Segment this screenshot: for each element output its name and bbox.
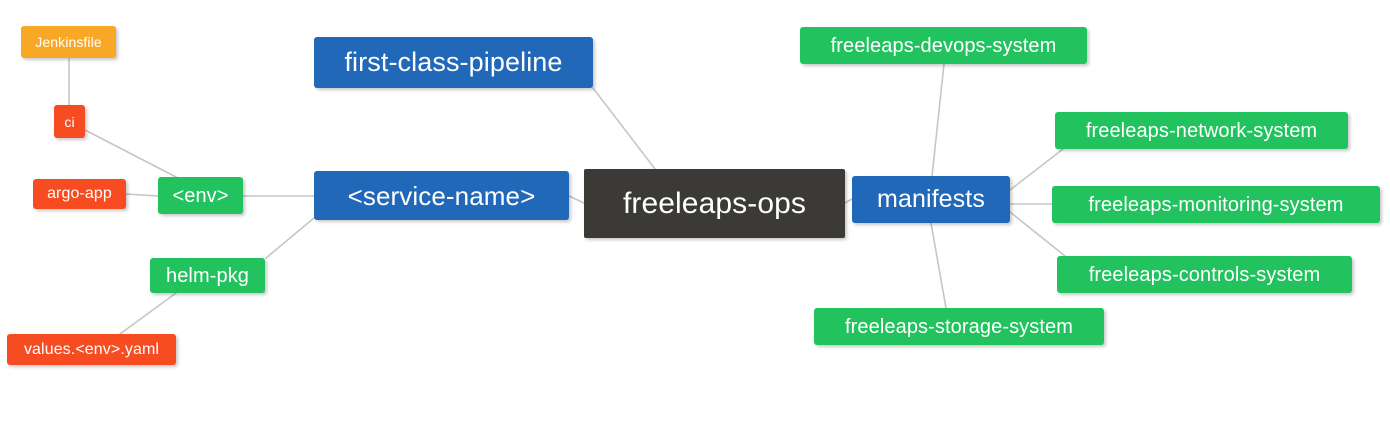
edge-env-to-ci: [84, 129, 177, 178]
mindmap-node-devops-system[interactable]: freeleaps-devops-system: [800, 27, 1087, 64]
mindmap-node-storage-system[interactable]: freeleaps-storage-system: [814, 308, 1104, 345]
edge-manifests-to-devops-system: [931, 63, 945, 177]
edge-service-name-to-helm-pkg: [265, 217, 315, 259]
mindmap-node-controls-system[interactable]: freeleaps-controls-system: [1057, 256, 1352, 293]
edge-freeleaps-ops-to-service-name: [568, 195, 585, 204]
mindmap-node-freeleaps-ops[interactable]: freeleaps-ops: [584, 169, 845, 238]
edge-env-to-argo-app: [125, 193, 159, 197]
edge-manifests-to-storage-system: [930, 222, 947, 309]
edge-manifests-to-network-system: [1009, 148, 1064, 191]
mindmap-node-jenkinsfile[interactable]: Jenkinsfile: [21, 26, 116, 58]
edge-freeleaps-ops-to-manifests: [844, 198, 853, 204]
mindmap-node-env[interactable]: <env>: [158, 177, 243, 214]
edge-freeleaps-ops-to-first-class-pipeline: [592, 87, 656, 170]
mindmap-node-ci[interactable]: ci: [54, 105, 85, 138]
mindmap-node-network-system[interactable]: freeleaps-network-system: [1055, 112, 1348, 149]
mindmap-node-argo-app[interactable]: argo-app: [33, 179, 126, 209]
mindmap-node-monitoring-system[interactable]: freeleaps-monitoring-system: [1052, 186, 1380, 223]
mindmap-node-manifests[interactable]: manifests: [852, 176, 1010, 223]
mindmap-node-helm-pkg[interactable]: helm-pkg: [150, 258, 265, 293]
edge-helm-pkg-to-values-yaml: [119, 292, 177, 335]
mindmap-node-service-name[interactable]: <service-name>: [314, 171, 569, 220]
mindmap-node-values-yaml[interactable]: values.<env>.yaml: [7, 334, 176, 365]
mindmap-node-first-class-pipeline[interactable]: first-class-pipeline: [314, 37, 593, 88]
